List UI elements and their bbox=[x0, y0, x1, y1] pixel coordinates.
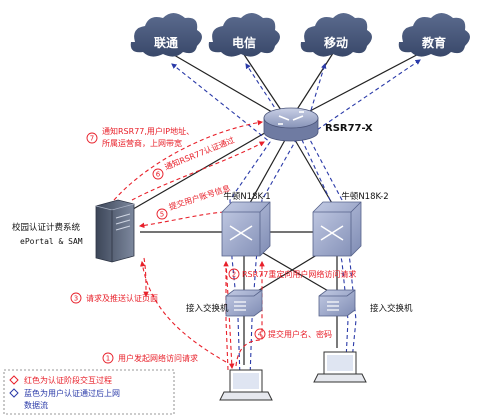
switch-arrows-icon bbox=[229, 225, 253, 241]
step-1: 1 用户发起网络访问请求 bbox=[102, 352, 198, 364]
red-flow-2 bbox=[225, 261, 235, 370]
svg-text:7: 7 bbox=[90, 135, 94, 143]
step-1-text: 用户发起网络访问请求 bbox=[118, 353, 198, 363]
laptop-2 bbox=[313, 351, 367, 383]
red-flow-3b bbox=[143, 257, 149, 298]
link-core1-access2 bbox=[257, 249, 331, 293]
diamond-icon bbox=[9, 375, 19, 385]
cloud-label-mobile: 移动 bbox=[324, 35, 348, 50]
server-subtitle: ePortal & SAM bbox=[20, 237, 83, 246]
red-flow-3 bbox=[139, 260, 227, 363]
step-3-text: 请求及推送认证页面 bbox=[86, 293, 158, 303]
link-router-cloud1 bbox=[161, 47, 290, 123]
red-flow-1 bbox=[223, 260, 229, 371]
cloud-label-telecom: 电信 bbox=[232, 35, 256, 50]
diamond-icon bbox=[9, 388, 19, 398]
red-flow-6 bbox=[131, 141, 265, 201]
step-2-text: RSR77重定向用户网络访问请求 bbox=[242, 269, 356, 279]
step-5: 5 提交用户账号信息 bbox=[156, 183, 232, 220]
svg-text:2: 2 bbox=[232, 271, 236, 279]
isp-clouds: 联通 电信 移动 教育 bbox=[130, 13, 470, 57]
router-rsr77: RSR77-X bbox=[263, 107, 373, 142]
legend-box bbox=[3, 369, 175, 415]
svg-text:4: 4 bbox=[258, 331, 263, 339]
cloud-education: 教育 bbox=[398, 13, 470, 57]
switch-arrows-icon bbox=[320, 225, 344, 241]
links bbox=[127, 47, 431, 365]
step-3: 3 请求及推送认证页面 bbox=[70, 292, 158, 304]
core-switch-1: 牛顿N18K-1 bbox=[221, 191, 271, 257]
server-eportal-sam: 校园认证计费系统 ePortal & SAM bbox=[12, 199, 135, 263]
red-auth-flows bbox=[113, 119, 265, 371]
router-label: RSR77-X bbox=[325, 123, 373, 134]
router-arrows-icon bbox=[278, 111, 304, 125]
step-2: 2 RSR77重定向用户网络访问请求 bbox=[228, 268, 356, 280]
access1-label: 接入交换机 bbox=[186, 303, 229, 314]
legend: 红色为认证阶段交互过程 蓝色为用户认证通过后上网 数据流 bbox=[3, 369, 175, 415]
access-switch-2: 接入交换机 bbox=[318, 289, 413, 317]
access-switch-icon bbox=[234, 301, 246, 311]
access2-label: 接入交换机 bbox=[370, 303, 413, 314]
legend-blue-text: 蓝色为用户认证通过后上网 bbox=[24, 388, 120, 398]
cloud-unicom: 联通 bbox=[130, 13, 202, 57]
legend-blue-text-line2: 数据流 bbox=[24, 400, 48, 410]
core2-label: 牛顿N18K-2 bbox=[341, 191, 388, 202]
cloud-label-education: 教育 bbox=[421, 35, 446, 50]
step-7-text: 通知RSR77,用户IP地址、 bbox=[102, 126, 194, 136]
cloud-telecom: 电信 bbox=[208, 13, 280, 57]
step-4: 4 提交用户名、密码 bbox=[254, 328, 332, 340]
link-core2-access1 bbox=[255, 249, 326, 293]
cloud-label-unicom: 联通 bbox=[154, 35, 178, 50]
server-title: 校园认证计费系统 bbox=[12, 222, 81, 233]
access-switch-icon bbox=[327, 301, 339, 311]
step-5-text: 提交用户账号信息 bbox=[168, 183, 232, 212]
step-4-text: 提交用户名、密码 bbox=[268, 329, 332, 339]
core1-label: 牛顿N18K-1 bbox=[223, 191, 270, 202]
step-7: 7 通知RSR77,用户IP地址、 所属运营商，上网带宽 bbox=[86, 126, 194, 148]
svg-text:6: 6 bbox=[156, 171, 161, 179]
step-7-text-line2: 所属运营商，上网带宽 bbox=[102, 138, 182, 148]
server-slot-icon bbox=[115, 213, 131, 231]
svg-text:5: 5 bbox=[160, 211, 164, 219]
link-router-cloud4 bbox=[288, 47, 431, 123]
access-switch-1: 接入交换机 bbox=[186, 289, 263, 317]
legend-red-text: 红色为认证阶段交互过程 bbox=[24, 375, 112, 385]
svg-text:3: 3 bbox=[74, 295, 78, 303]
red-flow-7 bbox=[113, 119, 264, 201]
core-switch-2: 牛顿N18K-2 bbox=[312, 191, 389, 257]
cloud-mobile: 移动 bbox=[300, 13, 372, 57]
link-router-core1 bbox=[245, 139, 286, 211]
laptop-1 bbox=[219, 369, 273, 401]
red-flow-5 bbox=[138, 211, 225, 229]
svg-text:1: 1 bbox=[106, 355, 110, 363]
